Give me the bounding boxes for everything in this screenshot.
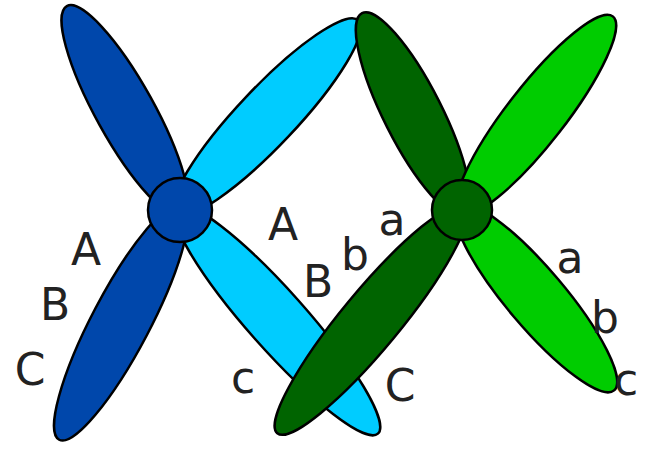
gene-label: c	[614, 358, 638, 402]
gene-label: B	[303, 260, 333, 304]
gene-label: C	[385, 364, 416, 408]
gene-label: C	[15, 348, 46, 392]
gene-label: b	[341, 233, 369, 277]
centromere	[432, 180, 492, 240]
gene-label: a	[557, 236, 584, 280]
gene-label: A	[71, 228, 101, 272]
gene-label: c	[231, 356, 255, 400]
gene-label: a	[379, 198, 406, 242]
gene-label: A	[268, 203, 298, 247]
gene-label: b	[591, 296, 619, 340]
gene-label: B	[40, 283, 70, 327]
centromere	[148, 178, 212, 242]
